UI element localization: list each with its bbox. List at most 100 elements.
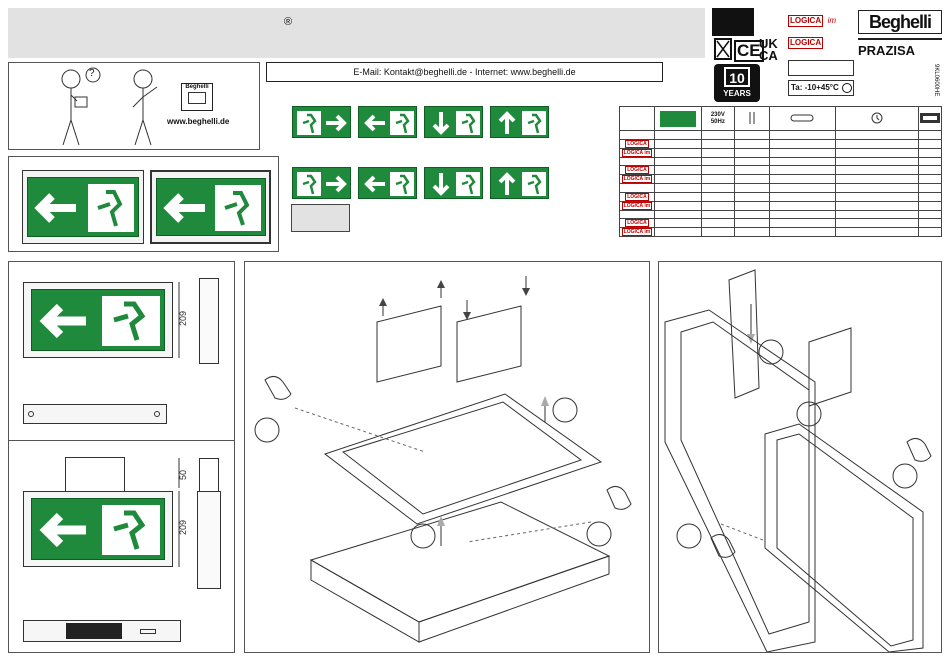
question-mark: ? (89, 68, 95, 79)
ukca-bottom: CA (759, 48, 778, 63)
logica-suffix: im (827, 16, 837, 25)
help-panel: ? Beghelli www.beghelli.de (8, 62, 260, 150)
pictogram-row-2 (292, 167, 552, 199)
screw-icon (154, 411, 160, 417)
grey-box (291, 204, 350, 232)
connector-block (66, 623, 122, 639)
luminaire-double-sided (150, 170, 271, 244)
side-view-1 (199, 278, 219, 364)
sign-arrow-up-2 (490, 167, 549, 199)
luminaire-sign-2 (156, 178, 266, 236)
happy-figure-icon (132, 69, 158, 146)
front-sign-2 (31, 498, 165, 560)
table-row: LOGICA im (619, 174, 942, 184)
sign-arrow-down-2 (424, 167, 483, 199)
logica-logo-1: LOGICA im (788, 10, 852, 27)
confused-figure-icon (61, 67, 101, 146)
pictogram-row-1 (292, 106, 552, 138)
header-sign-icon (653, 106, 702, 131)
voltage-cell: 230V 50Hz (700, 106, 735, 131)
front-view-2 (23, 491, 173, 567)
table-row: LOGICA im (619, 147, 942, 158)
ceiling-bracket (65, 457, 125, 491)
front-view-1 (23, 282, 173, 358)
ground-icon (841, 82, 852, 93)
beghelli-box-icon: Beghelli (181, 83, 213, 111)
beghelli-logo: Beghelli (858, 10, 942, 34)
table-row (619, 156, 942, 166)
years-badge: 10 YEARS (714, 64, 760, 102)
luminaire-sign-1 (27, 177, 139, 237)
ce-mark: CE (734, 40, 764, 62)
housing-icon-cell (918, 106, 942, 131)
table-row: LOGICA (619, 191, 942, 202)
installation-panel-2 (658, 261, 942, 653)
logica-chip: LOGICA (788, 15, 824, 27)
table-row: LOGICA (619, 138, 942, 149)
table-row: LOGICA im (619, 200, 942, 211)
sign-arrow-up (490, 106, 549, 138)
luminaire-single-sided (22, 170, 144, 244)
dimensions-panel: 209 209 50 (8, 261, 235, 653)
cert-block: CE UK CA 10 YEARS (712, 8, 784, 102)
logica-chip-2: LOGICA (788, 37, 824, 49)
screw-icon (28, 411, 34, 417)
dimension-height-2: 209 (178, 491, 188, 567)
years-number: 10 (724, 67, 750, 87)
logica-logo-2: LOGICA (788, 32, 852, 49)
sign-arrow-down (424, 106, 483, 138)
years-label: YEARS (723, 89, 751, 98)
prazisa-logo: PRAZISA (858, 38, 942, 60)
doc-code: 9KL0600HE (933, 64, 939, 97)
installation-panel-1 (244, 261, 650, 653)
table-row: LOGICA (619, 218, 942, 228)
table-row: LOGICA (619, 165, 942, 175)
frequency-text: 50Hz (710, 118, 725, 125)
ukca-top: UK (759, 36, 778, 51)
switch-block (140, 629, 156, 634)
sign-arrow-left-2 (358, 167, 417, 199)
spec-grid: 230V 50Hz LOGICA LOGICA im LOGICA LOGICA… (619, 106, 942, 237)
dimension-height-1: 209 (178, 282, 188, 358)
table-row (619, 183, 942, 193)
height-rear-text: 209 (178, 520, 188, 535)
bottom-view-2 (23, 620, 181, 642)
dimension-depth: 50 (178, 458, 188, 488)
contact-text: E-Mail: Kontakt@beghelli.de - Internet: … (353, 67, 576, 77)
registered-mark: ® (284, 16, 293, 28)
battery-icon (790, 114, 813, 121)
side-view-3 (197, 491, 221, 589)
temperature-text: Ta: -10+45°C (791, 83, 839, 92)
help-website: www.beghelli.de (167, 117, 230, 126)
clock-icon (871, 112, 883, 123)
black-box (712, 8, 754, 36)
box-logo-text: Beghelli (185, 84, 209, 90)
housing-icon (920, 112, 940, 123)
white-label-box (788, 60, 854, 76)
lamp-icon-cell (768, 106, 837, 131)
front-sign-1 (31, 289, 165, 351)
sign-run-right (292, 106, 351, 138)
height-front-text: 209 (178, 311, 188, 326)
table-row (619, 209, 942, 219)
product-preview-panel (8, 156, 279, 252)
fuse-icon (749, 111, 755, 124)
voltage-text: 230V (710, 111, 725, 118)
temperature-label: Ta: -10+45°C (788, 80, 854, 96)
fuse-icon-cell (733, 106, 770, 131)
sign-arrow-left (358, 106, 417, 138)
table-row: LOGICA im (619, 227, 942, 237)
spec-table: 230V 50Hz LOGICA LOGICA im LOGICA LOGICA… (619, 106, 942, 244)
clock-icon-cell (835, 106, 919, 131)
side-view-2 (199, 458, 219, 492)
weee-icon (714, 38, 732, 60)
contact-bar: E-Mail: Kontakt@beghelli.de - Internet: … (266, 62, 663, 82)
exploded-assembly-drawing (254, 276, 632, 643)
mounting-drawing (664, 269, 932, 652)
depth-text: 50 (178, 470, 188, 480)
table-row (619, 130, 942, 140)
divider (9, 440, 234, 441)
sign-run-right-2 (292, 167, 351, 199)
bottom-view-1 (23, 404, 167, 424)
header-bar: ® (8, 8, 705, 58)
